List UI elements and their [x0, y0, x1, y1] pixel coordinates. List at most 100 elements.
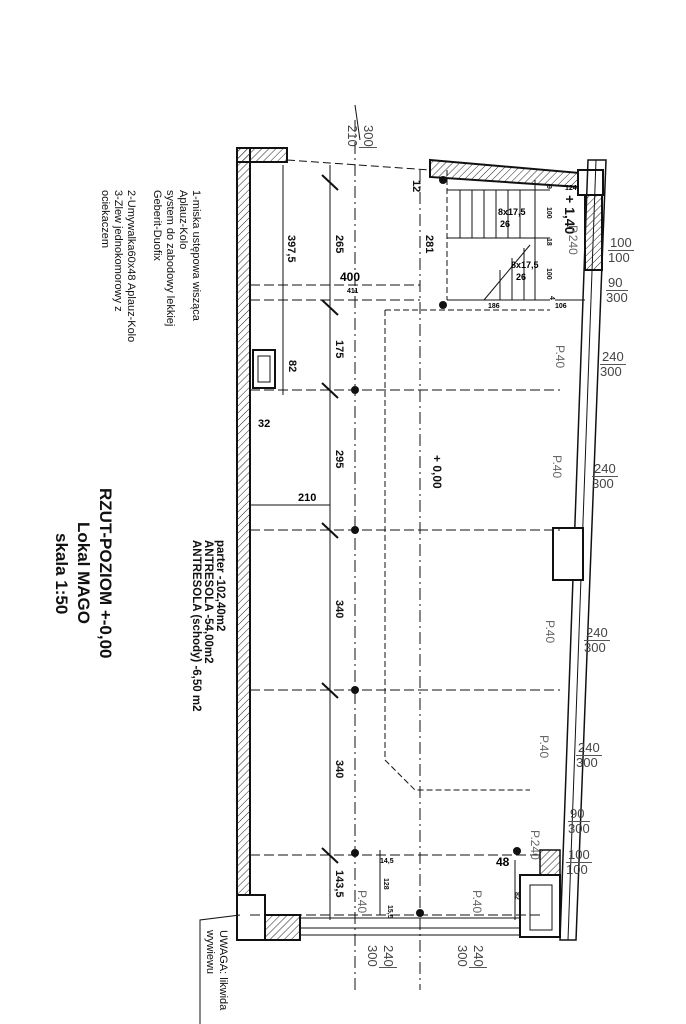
dim-label: 48: [496, 855, 510, 869]
window-bottom: 210: [345, 125, 360, 147]
window-bottom: 100: [608, 250, 630, 265]
stair-label: 8x17,5: [498, 207, 526, 217]
dim-label: 18: [545, 238, 552, 246]
window-top: 240: [592, 461, 618, 477]
window-top: 240: [584, 625, 610, 641]
dim-label: 340: [333, 600, 345, 619]
window-top: 100: [566, 847, 592, 863]
dim-label: 281: [423, 235, 435, 254]
pillar: [552, 527, 584, 581]
floor-level: + 0,00: [430, 455, 444, 489]
window-bottom: 100: [566, 862, 588, 877]
dim-label: 12: [410, 180, 422, 193]
note-line: 3-Zlew jednokomorowy z: [112, 190, 124, 312]
left-wall: [236, 147, 251, 941]
staircase: [447, 180, 585, 301]
dim-label: 15,5: [386, 905, 393, 919]
window-bottom: 300: [592, 476, 614, 491]
dim-label: 100: [545, 268, 552, 280]
wall-label: P.240: [528, 830, 542, 860]
wall-label: P.40: [553, 345, 567, 369]
dim-label: 400: [340, 270, 361, 284]
dim-label: 340: [333, 760, 345, 779]
note-line: system do zabodowy lekkiej: [164, 190, 176, 327]
dim-label: 32: [258, 418, 271, 430]
title-line: Lokal MAGO: [74, 522, 93, 625]
dim-label: 4: [548, 296, 555, 300]
dim-label: 124: [565, 185, 577, 192]
dim-label: 411: [347, 288, 359, 295]
window-top: 240: [576, 740, 602, 756]
area-parter: parter -102,40m2: [214, 540, 226, 632]
dim-label: 100: [545, 207, 552, 219]
window-top: 240: [379, 945, 397, 968]
note-line: ociekaczem: [99, 190, 111, 249]
title-line: RZUT-POZIOM +-0,00: [96, 488, 115, 659]
wall-label: P.40: [543, 620, 557, 644]
note-line: 2-Umywalka60x48 Aplauz-Kolo: [125, 190, 137, 343]
dimension-lines: [199, 104, 560, 1024]
drawing-title: RZUT-POZIOM +-0,00 Lokal MAGO skala 1:50: [50, 488, 116, 659]
title-line: skala 1:50: [52, 532, 71, 614]
dim-label: 265: [333, 235, 345, 254]
right-wall: [559, 159, 607, 941]
dim-label: 82: [513, 892, 520, 900]
fixtures-notes: 1-miska ustępowa wisząca Aplauz-Kolo sys…: [98, 190, 202, 342]
axis-points: [351, 176, 521, 917]
window-top: 100: [608, 235, 634, 251]
wall-label: P.40: [470, 890, 484, 914]
dim-label: 128: [382, 878, 389, 890]
top-wall-left: [236, 147, 288, 163]
window-top: 90: [568, 807, 590, 822]
note-line: Geberit-Duofix: [151, 190, 163, 261]
dim-label: 210: [298, 492, 317, 504]
window-bottom: 300: [606, 290, 628, 305]
window-top: 300: [359, 125, 377, 148]
dim-label: 82: [286, 360, 298, 373]
window-top: 90: [606, 276, 628, 291]
dim-label: 186: [488, 303, 500, 310]
note-line: 1-miska ustępowa wisząca: [190, 190, 202, 321]
wall-label: P.240: [566, 225, 580, 255]
wall-label: P.40: [550, 455, 564, 479]
window-bottom: 300: [568, 821, 590, 836]
area-antresola: ANTRESOLA -54,00m2: [202, 540, 214, 664]
dim-label: 143,5: [333, 870, 345, 898]
area-antresola-stairs: ANTRESOLA (schody) -6,50 m2: [190, 540, 202, 712]
dim-label: 106: [555, 303, 567, 310]
dim-label: 175: [333, 340, 345, 359]
stair-label: 26: [516, 272, 527, 282]
wall-label: P.40: [355, 890, 369, 914]
window-bottom: 300: [365, 945, 380, 967]
stairs-level: + 1,40: [562, 195, 578, 235]
window-bottom: 300: [584, 640, 606, 655]
window-bottom: 300: [600, 364, 622, 379]
note-line: Aplauz-Kolo: [177, 190, 189, 250]
dim-label: 295: [333, 450, 345, 469]
dim-label: 397,5: [285, 235, 297, 263]
dim-label: 9: [545, 185, 552, 189]
area-summary: parter -102,40m2 ANTRESOLA -54,00m2 ANTR…: [190, 540, 226, 711]
window-top: 240: [600, 349, 626, 365]
wall-label: P.40: [537, 735, 551, 759]
stair-label: 8x17,5: [511, 260, 539, 270]
stair-top-wall: [429, 158, 581, 189]
warning-note: UWAGA: likwida wywiewu: [203, 930, 229, 1010]
window-bottom: 300: [576, 755, 598, 770]
dim-label: 14,5: [380, 858, 394, 865]
stair-label: 26: [500, 219, 511, 229]
window-bottom: 300: [455, 945, 470, 967]
warning-line: wywiewu: [204, 930, 216, 975]
window-top: 240: [469, 945, 487, 968]
